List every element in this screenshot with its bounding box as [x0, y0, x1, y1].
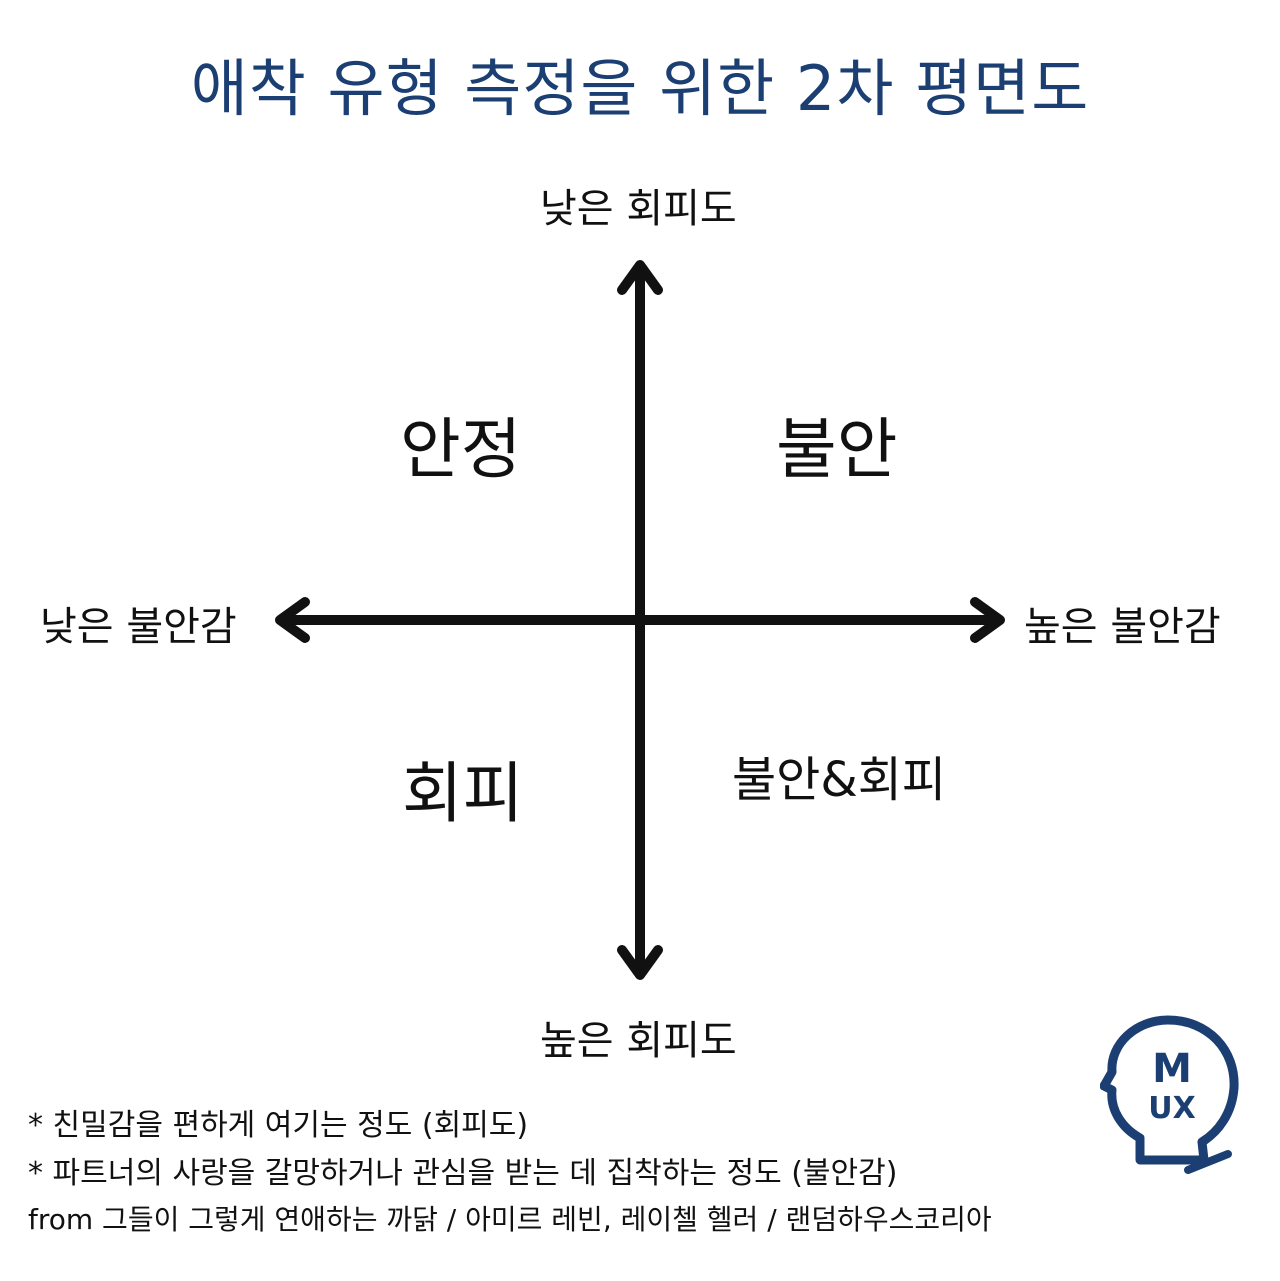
note-anxiety: * 파트너의 사랑을 갈망하거나 관심을 받는 데 집착하는 정도 (불안감) [28, 1156, 898, 1191]
quadrant-label-anxious: 불안 [776, 411, 898, 488]
arrow-down [617, 945, 663, 980]
head-profile-icon: M UX [1100, 1015, 1239, 1174]
page-title: 애착 유형 측정을 위한 2차 평면도 [190, 52, 1090, 125]
axis-label-left: 낮은 불안감 [40, 604, 237, 650]
note-avoidance: * 친밀감을 편하게 여기는 정도 (회피도) [28, 1108, 529, 1143]
axis-label-top: 낮은 회피도 [540, 186, 737, 232]
quadrant-label-secure: 안정 [400, 411, 522, 488]
logo-letter-m: M [1152, 1046, 1192, 1092]
logo-letters-ux: UX [1148, 1091, 1196, 1126]
axis-label-bottom: 높은 회피도 [540, 1018, 737, 1064]
arrow-right [970, 597, 1005, 643]
quadrant-label-anxious-avoidant: 불안&회피 [732, 752, 947, 808]
arrow-left [275, 597, 310, 643]
note-source: from 그들이 그렇게 연애하는 까닭 / 아미르 레빈, 레이첼 헬러 / … [28, 1203, 992, 1236]
axis-label-right: 높은 불안감 [1024, 604, 1221, 650]
arrow-up [617, 260, 663, 295]
quadrant-label-avoidant: 회피 [402, 755, 524, 832]
